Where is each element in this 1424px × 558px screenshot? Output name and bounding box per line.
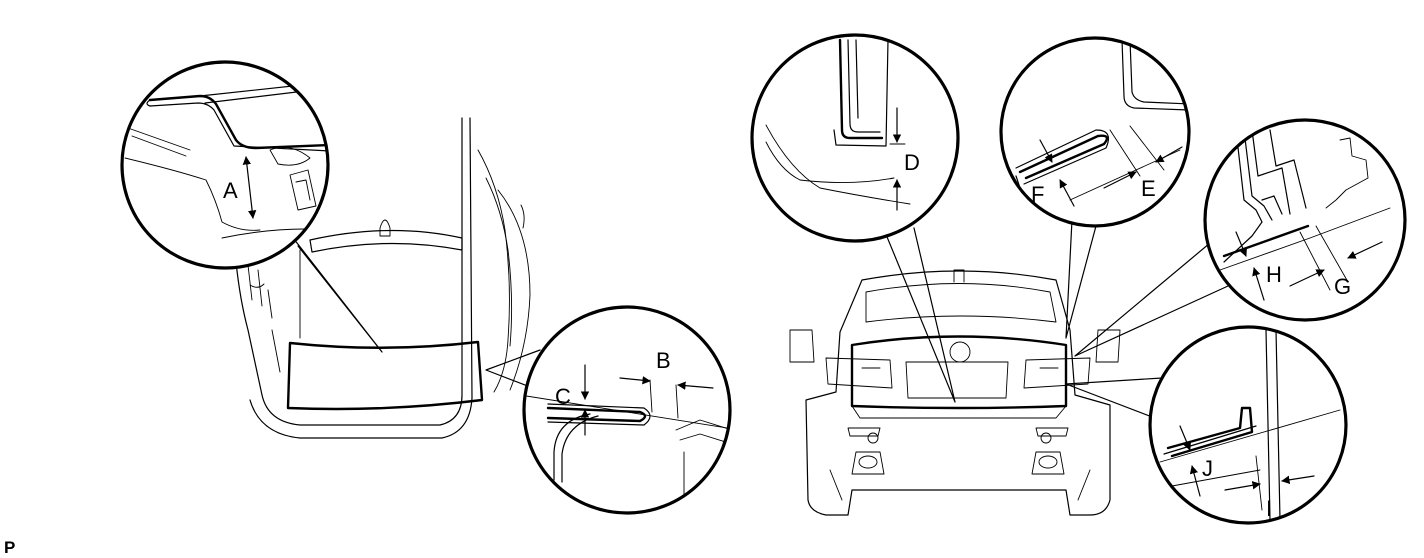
label-h: H (1266, 262, 1282, 287)
label-f: F (1031, 182, 1044, 207)
pointer-wedges (282, 219, 1229, 421)
detail-circle-ij: J I (1148, 325, 1348, 525)
car-rear-view (789, 269, 1121, 516)
label-a: A (223, 178, 238, 203)
label-b: B (656, 348, 671, 373)
detail-circle-ef: F E (999, 36, 1191, 228)
detail-circle-bc: B C (522, 305, 732, 515)
label-e: E (1141, 176, 1156, 201)
label-i: I (1266, 496, 1272, 521)
detail-circle-gh: H G (1203, 118, 1407, 322)
label-j: J (1202, 456, 1213, 481)
figure-code: P (4, 538, 15, 557)
label-d: D (904, 150, 920, 175)
detail-circle-a: A (120, 60, 330, 270)
car-top-view (235, 117, 531, 439)
label-c: C (555, 384, 571, 409)
label-g: G (1334, 274, 1351, 299)
detail-circle-d: D (750, 33, 960, 243)
